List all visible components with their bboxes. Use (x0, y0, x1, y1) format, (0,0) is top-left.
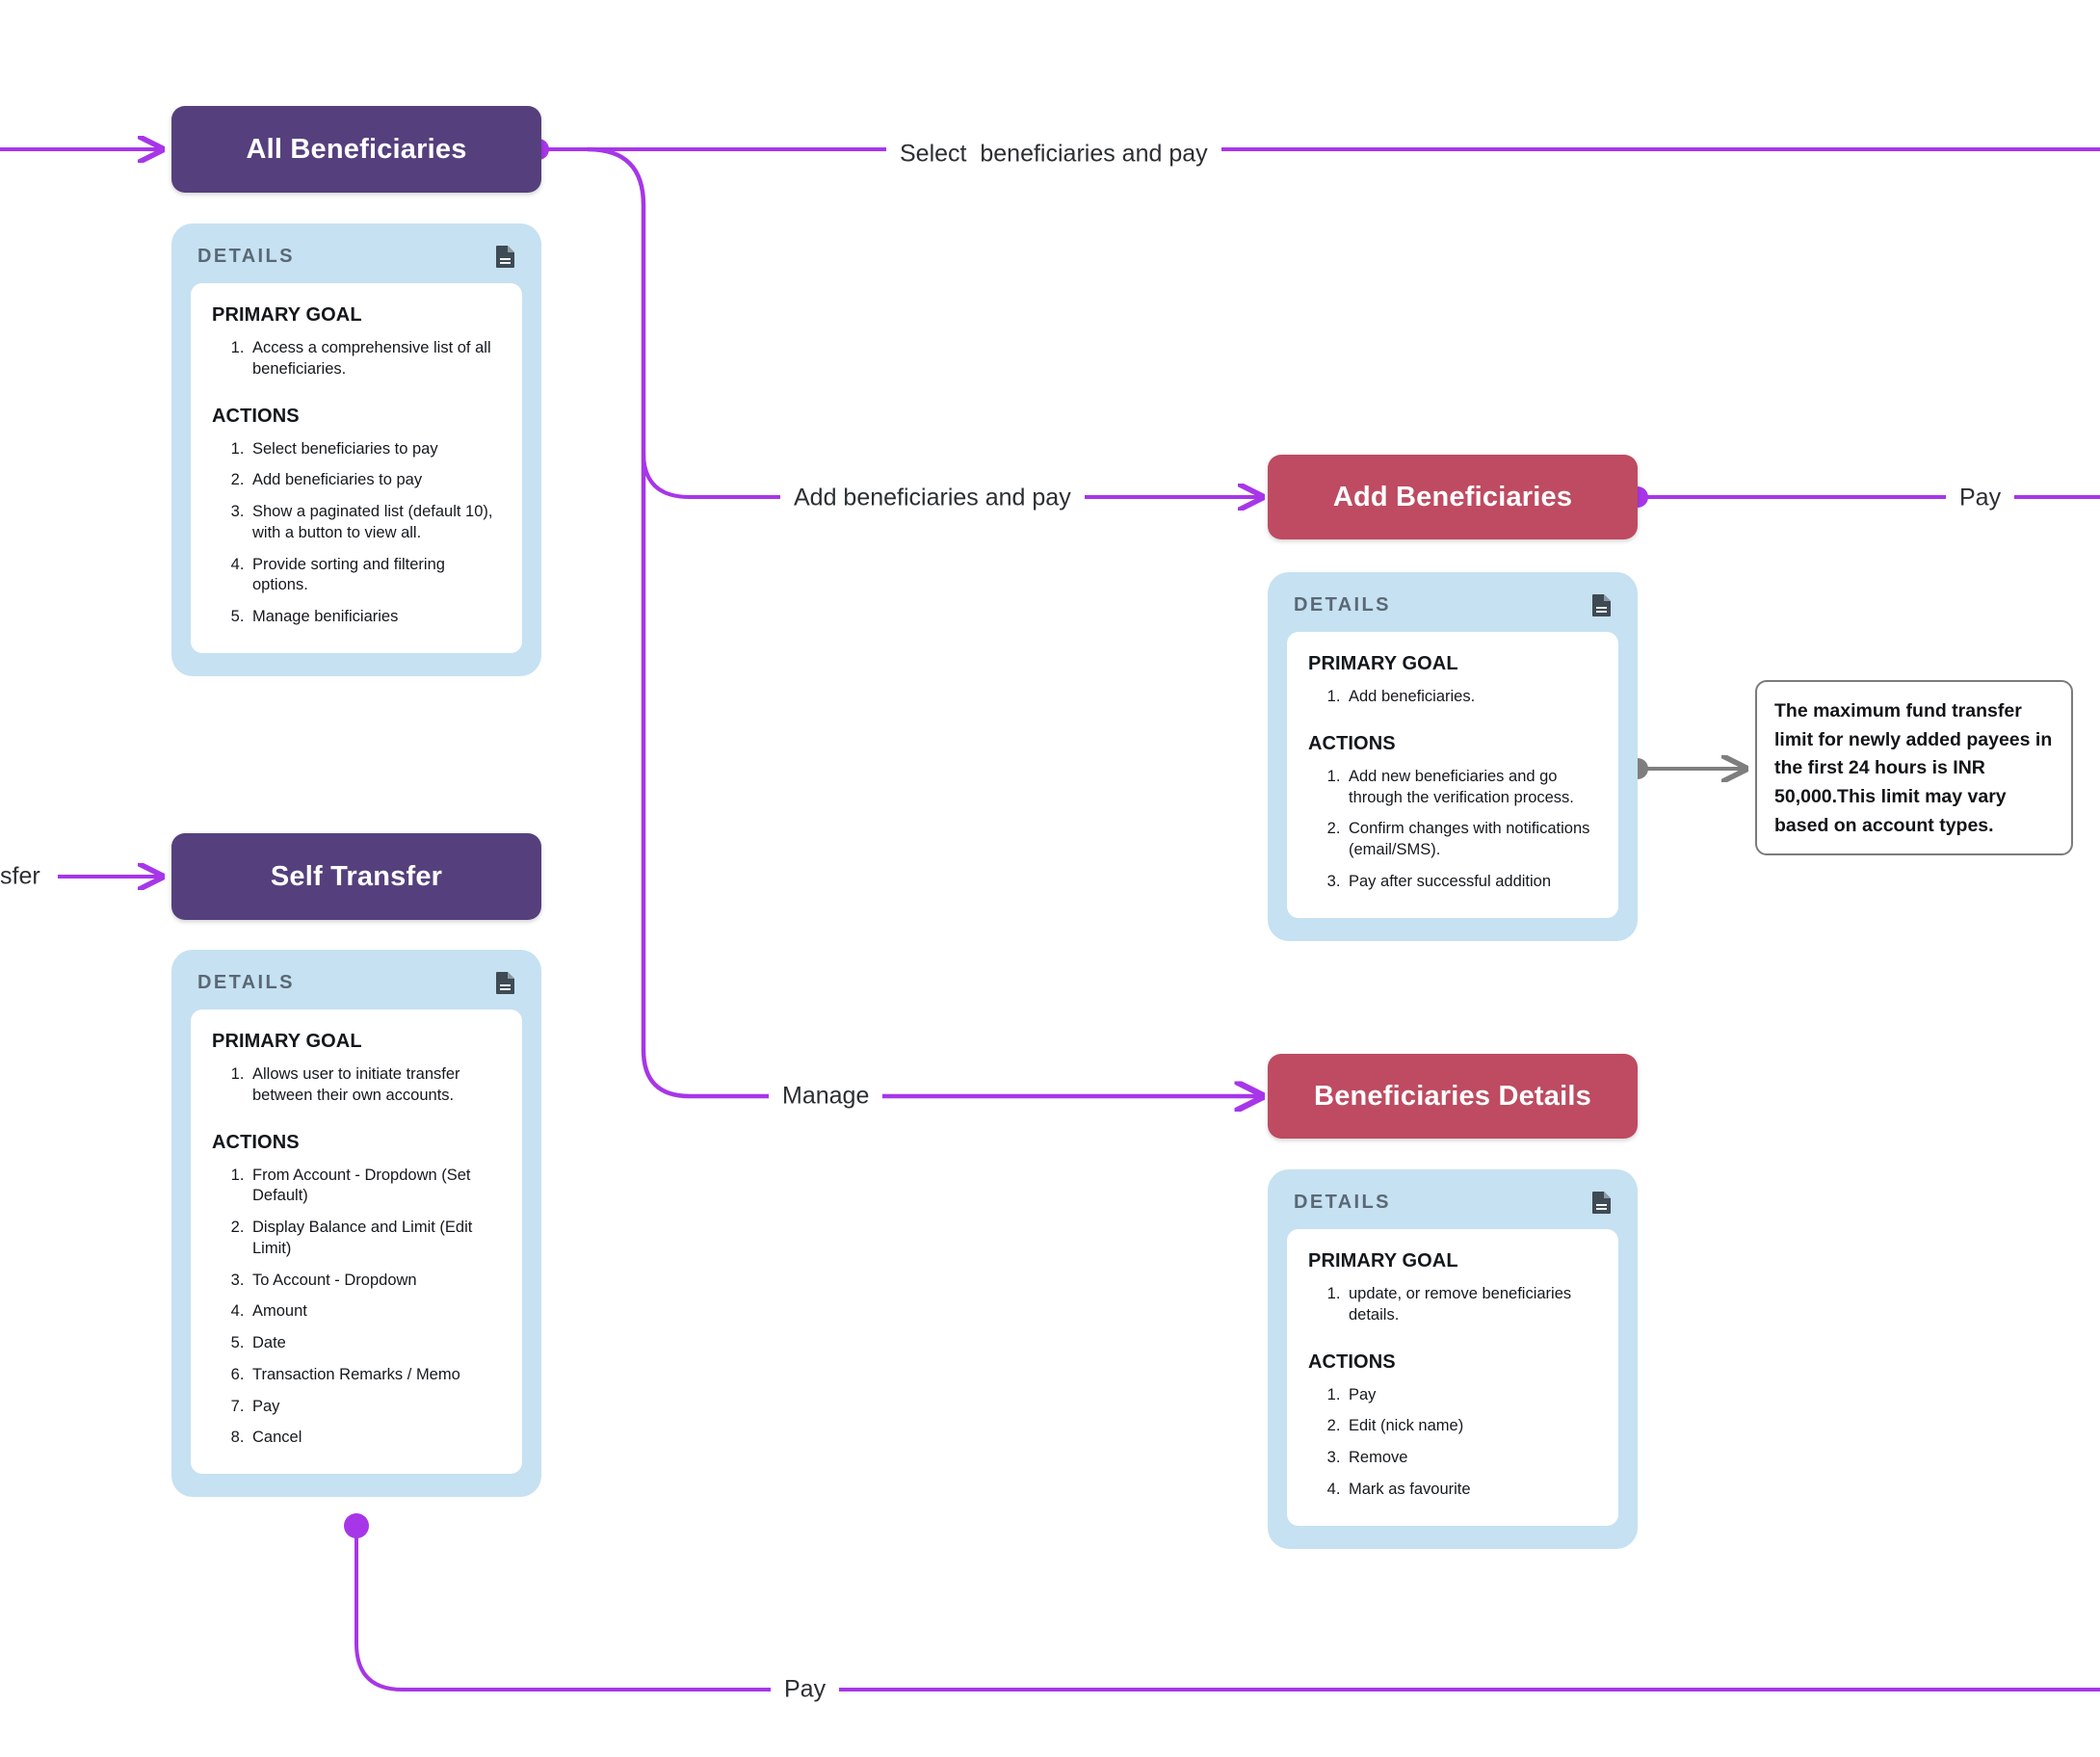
list-item: Display Balance and Limit (Edit Limit) (249, 1218, 501, 1260)
list-item: Show a paginated list (default 10), with… (249, 502, 501, 544)
node-add-beneficiaries[interactable]: Add Beneficiaries (1268, 455, 1638, 539)
list-item: Date (249, 1333, 501, 1354)
node-self-transfer[interactable]: Self Transfer (171, 833, 541, 920)
details-body: PRIMARY GOAL Allows user to initiate tra… (191, 1010, 522, 1475)
edge-label-pay-bottom: Pay (771, 1677, 840, 1702)
list-item: Select beneficiaries to pay (249, 439, 501, 460)
details-header: DETAILS (191, 245, 522, 268)
primary-goal-title: PRIMARY GOAL (1308, 1250, 1458, 1272)
details-header: DETAILS (191, 971, 522, 994)
list-item: Add new beneficiaries and go through the… (1345, 767, 1597, 809)
node-title-self-transfer: Self Transfer (270, 860, 443, 892)
details-label: DETAILS (197, 245, 295, 267)
node-beneficiaries-details[interactable]: Beneficiaries Details (1268, 1054, 1638, 1139)
list-item: Access a comprehensive list of all benef… (249, 338, 501, 380)
list-item: From Account - Dropdown (Set Default) (249, 1166, 501, 1208)
list-item: Remove (1345, 1448, 1597, 1469)
primary-goal-list: update, or remove beneficiaries details. (1308, 1284, 1597, 1326)
actions-list: From Account - Dropdown (Set Default) Di… (212, 1166, 501, 1450)
edge-label-manage: Manage (769, 1084, 883, 1109)
note-text: The maximum fund transfer limit for newl… (1774, 700, 2053, 836)
list-item: Manage benificiaries (249, 607, 501, 628)
details-label: DETAILS (1294, 593, 1391, 616)
node-title-beneficiaries-details: Beneficiaries Details (1314, 1080, 1591, 1112)
document-icon (496, 246, 514, 268)
primary-goal-title: PRIMARY GOAL (1308, 653, 1458, 674)
wire-source-dot-self-transfer (344, 1513, 369, 1538)
details-body: PRIMARY GOAL Add beneficiaries. ACTIONS … (1287, 632, 1618, 918)
primary-goal-list: Allows user to initiate transfer between… (212, 1064, 501, 1107)
list-item: To Account - Dropdown (249, 1271, 501, 1292)
node-title-add-beneficiaries: Add Beneficiaries (1332, 481, 1573, 512)
node-title-all-beneficiaries: All Beneficiaries (246, 133, 467, 165)
edge-label-add-beneficiaries-and-pay: Add beneficiaries and pay (780, 485, 1085, 511)
edge-label-select-beneficiaries-and-pay: Select beneficiaries and pay (886, 142, 1221, 167)
list-item: Pay (1345, 1385, 1597, 1406)
details-body: PRIMARY GOAL Access a comprehensive list… (191, 283, 522, 653)
details-card-beneficiaries-details: DETAILS PRIMARY GOAL update, or remove b… (1268, 1169, 1638, 1549)
document-icon (1592, 1192, 1611, 1214)
document-icon (1592, 594, 1611, 616)
list-item: Pay after successful addition (1345, 872, 1597, 893)
list-item: Allows user to initiate transfer between… (249, 1064, 501, 1107)
primary-goal-title: PRIMARY GOAL (212, 304, 362, 326)
primary-goal-title: PRIMARY GOAL (212, 1031, 362, 1052)
actions-title: ACTIONS (212, 405, 300, 427)
list-item: Confirm changes with notifications (emai… (1345, 819, 1597, 861)
details-card-self-transfer: DETAILS PRIMARY GOAL Allows user to init… (171, 950, 541, 1498)
list-item: Add beneficiaries to pay (249, 470, 501, 491)
list-item: update, or remove beneficiaries details. (1345, 1284, 1597, 1326)
list-item: Provide sorting and filtering options. (249, 555, 501, 597)
details-body: PRIMARY GOAL update, or remove beneficia… (1287, 1229, 1618, 1526)
primary-goal-list: Access a comprehensive list of all benef… (212, 338, 501, 380)
actions-title: ACTIONS (1308, 732, 1396, 754)
details-header: DETAILS (1287, 1191, 1618, 1214)
list-item: Mark as favourite (1345, 1480, 1597, 1501)
list-item: Pay (249, 1397, 501, 1418)
details-card-all-beneficiaries: DETAILS PRIMARY GOAL Access a comprehens… (171, 223, 541, 676)
details-label: DETAILS (1294, 1191, 1391, 1213)
list-item: Cancel (249, 1428, 501, 1449)
actions-list: Select beneficiaries to pay Add benefici… (212, 439, 501, 628)
node-all-beneficiaries[interactable]: All Beneficiaries (171, 106, 541, 193)
details-label: DETAILS (197, 971, 295, 993)
actions-list: Pay Edit (nick name) Remove Mark as favo… (1308, 1385, 1597, 1501)
actions-list: Add new beneficiaries and go through the… (1308, 767, 1597, 893)
actions-title: ACTIONS (212, 1131, 300, 1153)
list-item: Transaction Remarks / Memo (249, 1365, 501, 1386)
actions-title: ACTIONS (1308, 1351, 1396, 1373)
document-icon (496, 972, 514, 994)
list-item: Amount (249, 1301, 501, 1323)
list-item: Edit (nick name) (1345, 1416, 1597, 1437)
edge-label-pay-right: Pay (1946, 485, 2015, 511)
note-fund-transfer-limit: The maximum fund transfer limit for newl… (1755, 680, 2073, 856)
edge-label-incoming-self-transfer: sfer (0, 864, 54, 889)
wire-manage (587, 146, 1262, 1096)
details-header: DETAILS (1287, 593, 1618, 616)
primary-goal-list: Add beneficiaries. (1308, 687, 1597, 708)
details-card-add-beneficiaries: DETAILS PRIMARY GOAL Add beneficiaries. … (1268, 572, 1638, 941)
wire-pay-bottom (354, 1526, 2100, 1691)
list-item: Add beneficiaries. (1345, 687, 1597, 708)
